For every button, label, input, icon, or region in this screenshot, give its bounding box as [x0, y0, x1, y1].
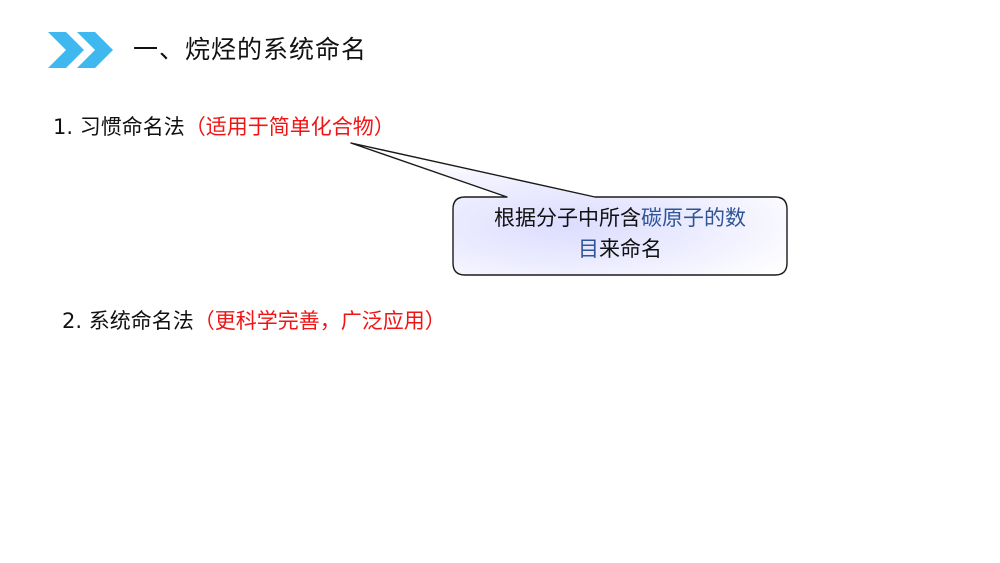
double-chevron-right-icon — [48, 32, 113, 68]
item-systematic-nomenclature: 2. 系统命名法（更科学完善，广泛应用） — [62, 306, 446, 336]
callout-text-prefix: 根据分子中所含 — [494, 206, 641, 230]
callout-highlight: 碳原子的数 — [641, 206, 746, 230]
item-note: （更科学完善，广泛应用） — [193, 309, 446, 333]
callout-text: 根据分子中所含碳原子的数目来命名 — [455, 203, 785, 265]
item-note: （适用于简单化合物） — [184, 115, 395, 139]
slide-title: 一、烷烃的系统命名 — [133, 35, 368, 64]
callout-highlight-cont: 目 — [578, 237, 599, 261]
item-label: 1. 习惯命名法 — [53, 115, 185, 139]
item-customary-nomenclature: 1. 习惯命名法（适用于简单化合物） — [53, 112, 395, 142]
item-label: 2. 系统命名法 — [62, 309, 194, 333]
callout-text-suffix: 来命名 — [599, 237, 662, 261]
